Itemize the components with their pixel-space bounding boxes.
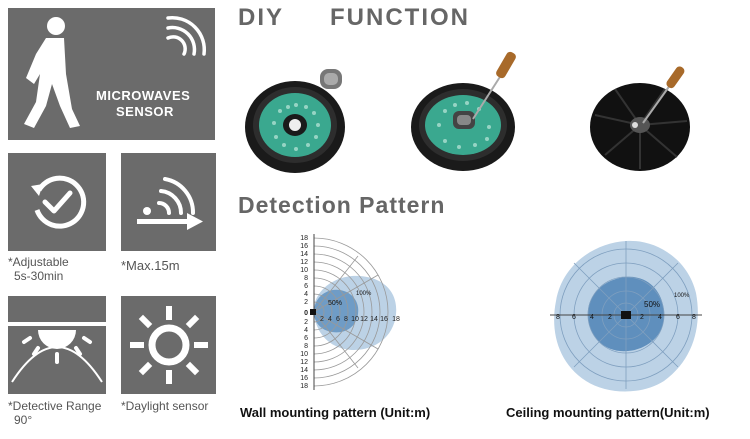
wall-y-tick: 10: [300, 267, 308, 274]
wall-y-tick: 14: [300, 251, 308, 258]
wall-pct-100: 100%: [356, 291, 372, 297]
range-caption: *Max.15m: [121, 258, 180, 273]
wall-y-tick: 2: [304, 319, 308, 326]
lamp-photo-1: [245, 69, 345, 173]
range-arrow-icon: [137, 177, 203, 230]
ceiling-x-tick: 8: [692, 314, 696, 321]
wall-y-tick: 6: [304, 283, 308, 290]
detection-angle-tile: [8, 296, 106, 394]
sensor-title-line1: MICROWAVES: [96, 88, 191, 103]
wall-x-tick: 2: [320, 316, 324, 323]
timer-caption-1: *Adjustable: [8, 255, 69, 269]
wall-y-tick: 8: [304, 343, 308, 350]
wall-y-tick: 12: [300, 359, 308, 366]
wall-x-tick: 4: [328, 316, 332, 323]
wall-x-tick: 14: [370, 316, 378, 323]
ceiling-x-tick: 6: [572, 314, 576, 321]
wall-y-tick: 12: [300, 259, 308, 266]
ceiling-x-tick: 4: [590, 314, 594, 321]
wall-y-tick: 16: [300, 243, 308, 250]
microwave-sensor-tile: MICROWAVES SENSOR: [8, 8, 215, 140]
wall-x-tick: 6: [336, 316, 340, 323]
ceiling-x-tick: 6: [676, 314, 680, 321]
wall-y-tick: 0: [304, 310, 308, 317]
wall-y-tick: 18: [300, 383, 308, 390]
wall-y-tick: 6: [304, 335, 308, 342]
diy-title: DIY: [238, 4, 285, 31]
microwave-signal-icon: [166, 15, 207, 56]
timer-tile: [8, 153, 106, 251]
wall-x-tick: 16: [380, 316, 388, 323]
ceiling-x-tick: 8: [556, 314, 560, 321]
ceiling-pattern-diagram: 8 6 4 2 2 4 6 8 50% 100%: [550, 240, 702, 392]
detection-angle-icon: [8, 322, 106, 383]
wall-y-tick: 14: [300, 367, 308, 374]
wall-x-tick: 10: [351, 316, 359, 323]
timer-caption-2: 5s-30min: [14, 269, 64, 283]
wall-pattern-diagram: 18 16 14 12 10 8 6 4 2 0 2 4 6 8 10 12 1…: [300, 234, 400, 390]
wall-y-tick: 4: [304, 327, 308, 334]
wall-y-tick: 10: [300, 351, 308, 358]
ceiling-x-tick: 2: [640, 314, 644, 321]
wall-y-tick: 18: [300, 235, 308, 242]
range-angle-caption-1: *Detective Range: [8, 399, 102, 413]
wall-y-tick: 16: [300, 375, 308, 382]
function-title: FUNCTION: [330, 4, 470, 31]
wall-x-tick: 12: [360, 316, 368, 323]
walking-person-icon: [24, 17, 80, 128]
timer-check-icon: [31, 175, 87, 229]
ceiling-pattern-label: Ceiling mounting pattern(Unit:m): [506, 405, 710, 420]
wall-y-tick: 8: [304, 275, 308, 282]
daylight-tile: [121, 296, 216, 394]
wall-y-tick: 4: [304, 291, 308, 298]
ceiling-pct-100: 100%: [674, 293, 690, 299]
range-angle-caption-2: 90°: [14, 413, 33, 427]
ceiling-pct-50: 50%: [644, 300, 660, 309]
ceiling-x-tick: 4: [658, 314, 662, 321]
daylight-caption: *Daylight sensor: [121, 399, 209, 413]
ceiling-x-tick: 2: [608, 314, 612, 321]
range-tile: [121, 153, 216, 251]
lamp-photo-3: [590, 66, 690, 171]
detection-pattern-title: Detection Pattern: [238, 192, 446, 218]
lamp-photo-2: [411, 51, 516, 171]
wall-pattern-label: Wall mounting pattern (Unit:m): [240, 405, 431, 420]
wall-pct-50: 50%: [328, 300, 342, 307]
sensor-title-line2: SENSOR: [116, 104, 174, 119]
wall-x-tick: 18: [392, 316, 400, 323]
sun-icon: [130, 306, 208, 384]
wall-y-tick: 2: [304, 299, 308, 306]
wall-x-tick: 8: [344, 316, 348, 323]
